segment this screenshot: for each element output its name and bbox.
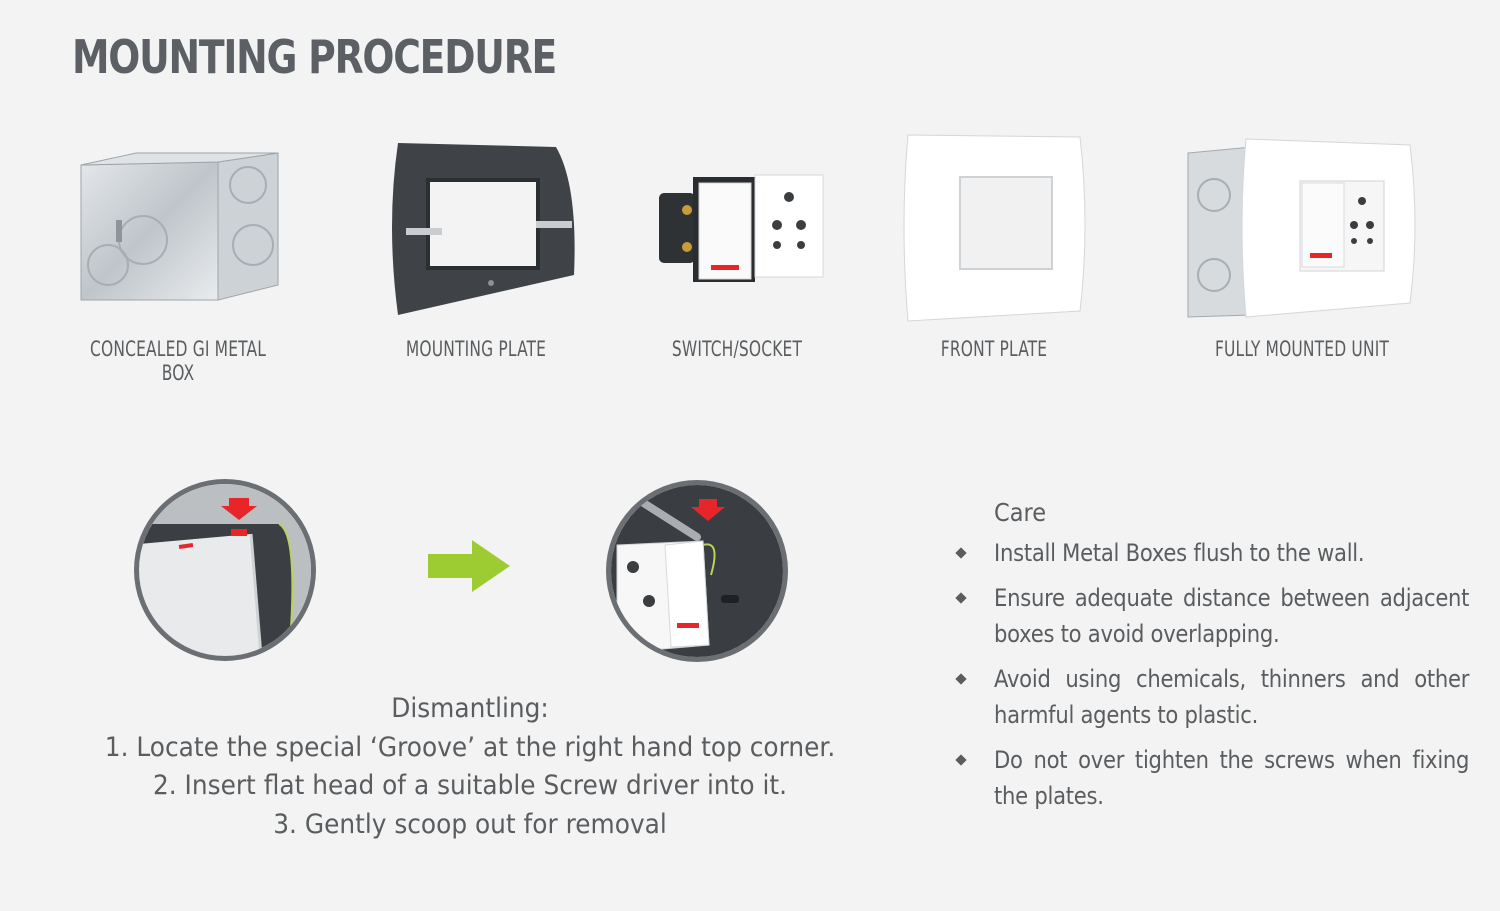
care-item: Avoid using chemicals, thinners and othe… bbox=[955, 661, 1470, 734]
step-label-mounting-plate: MOUNTING PLATE bbox=[405, 337, 547, 361]
press-arrow-icon bbox=[221, 498, 257, 520]
step-mounted-unit: FULLY MOUNTED UNIT bbox=[1172, 125, 1432, 375]
step-label-switch-socket: SWITCH/SOCKET bbox=[671, 337, 803, 361]
bullet-icon bbox=[955, 753, 967, 766]
dismantling-step-1: 1. Locate the special ‘Groove’ at the ri… bbox=[104, 731, 836, 763]
page-title: MOUNTING PROCEDURE bbox=[72, 30, 557, 84]
switch-socket-icon bbox=[659, 174, 824, 282]
step-label-metal-box: CONCEALED GI METAL BOX bbox=[89, 337, 267, 385]
dismantling-heading: Dismantling: bbox=[391, 693, 549, 724]
step-label-mounted-unit: FULLY MOUNTED UNIT bbox=[1214, 337, 1390, 361]
bullet-icon bbox=[955, 672, 967, 685]
care-item-text: Ensure adequate distance between adjacen… bbox=[994, 583, 1470, 649]
bullet-icon bbox=[955, 547, 967, 559]
groove-corner-icon bbox=[139, 484, 311, 656]
screwdriver-scoop-icon bbox=[611, 485, 783, 657]
dismantling-step-3: 3. Gently scoop out for removal bbox=[273, 808, 667, 840]
care-title: Care bbox=[994, 498, 1047, 527]
step-switch-socket: SWITCH/SOCKET bbox=[607, 125, 867, 375]
mounting-plate-icon bbox=[392, 143, 575, 315]
care-item-text: Install Metal Boxes flush to the wall. bbox=[994, 539, 1365, 567]
step-mounting-plate: MOUNTING PLATE bbox=[346, 125, 606, 375]
metal-box-icon bbox=[80, 152, 279, 301]
step-label-front-plate: FRONT PLATE bbox=[940, 337, 1048, 361]
care-item: Ensure adequate distance between adjacen… bbox=[955, 580, 1470, 653]
care-item-text: Do not over tighten the screws when fixi… bbox=[994, 745, 1470, 811]
care-section: Care Install Metal Boxes flush to the wa… bbox=[955, 498, 1470, 823]
care-item-text: Avoid using chemicals, thinners and othe… bbox=[994, 664, 1470, 730]
care-item: Do not over tighten the screws when fixi… bbox=[955, 742, 1470, 815]
groove-closeup-before bbox=[134, 479, 316, 661]
dismantling-instructions: Dismantling: 1. Locate the special ‘Groo… bbox=[93, 690, 847, 844]
groove-closeup-after bbox=[606, 480, 788, 662]
mounted-unit-icon bbox=[1187, 138, 1416, 318]
care-item: Install Metal Boxes flush to the wall. bbox=[955, 535, 1470, 572]
bullet-icon bbox=[955, 591, 967, 604]
step-front-plate: FRONT PLATE bbox=[864, 125, 1124, 375]
green-arrow-icon bbox=[428, 540, 510, 592]
step-metal-box: CONCEALED GI METAL BOX bbox=[48, 125, 308, 385]
front-plate-icon bbox=[903, 134, 1086, 322]
dismantling-step-2: 2. Insert flat head of a suitable Screw … bbox=[152, 770, 788, 801]
